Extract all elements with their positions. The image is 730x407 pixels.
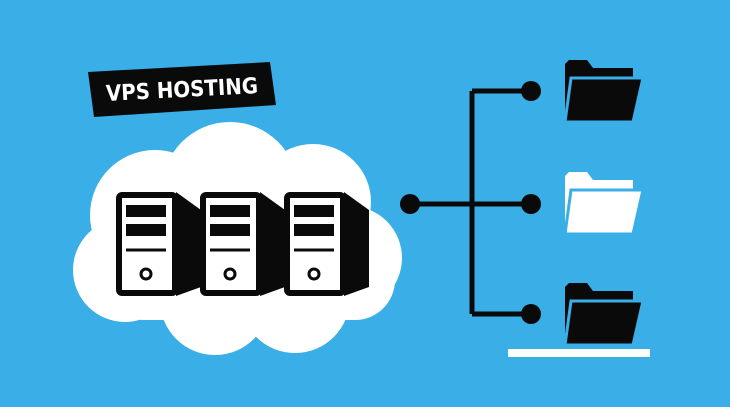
connector-node-top [521, 81, 541, 101]
connector-node-middle [521, 194, 541, 214]
connector-node-source [400, 194, 420, 214]
folder-icon [563, 172, 645, 236]
server-tower-icon [200, 192, 285, 296]
connector-tree [410, 88, 530, 317]
server-tower-icon [116, 192, 201, 296]
folder-icon [563, 60, 645, 124]
base-strip [508, 349, 650, 357]
folder-icon [563, 283, 645, 347]
connector-node-bottom [521, 304, 541, 324]
server-tower-icon [284, 192, 369, 296]
banner: VPS HOSTING [88, 62, 276, 117]
